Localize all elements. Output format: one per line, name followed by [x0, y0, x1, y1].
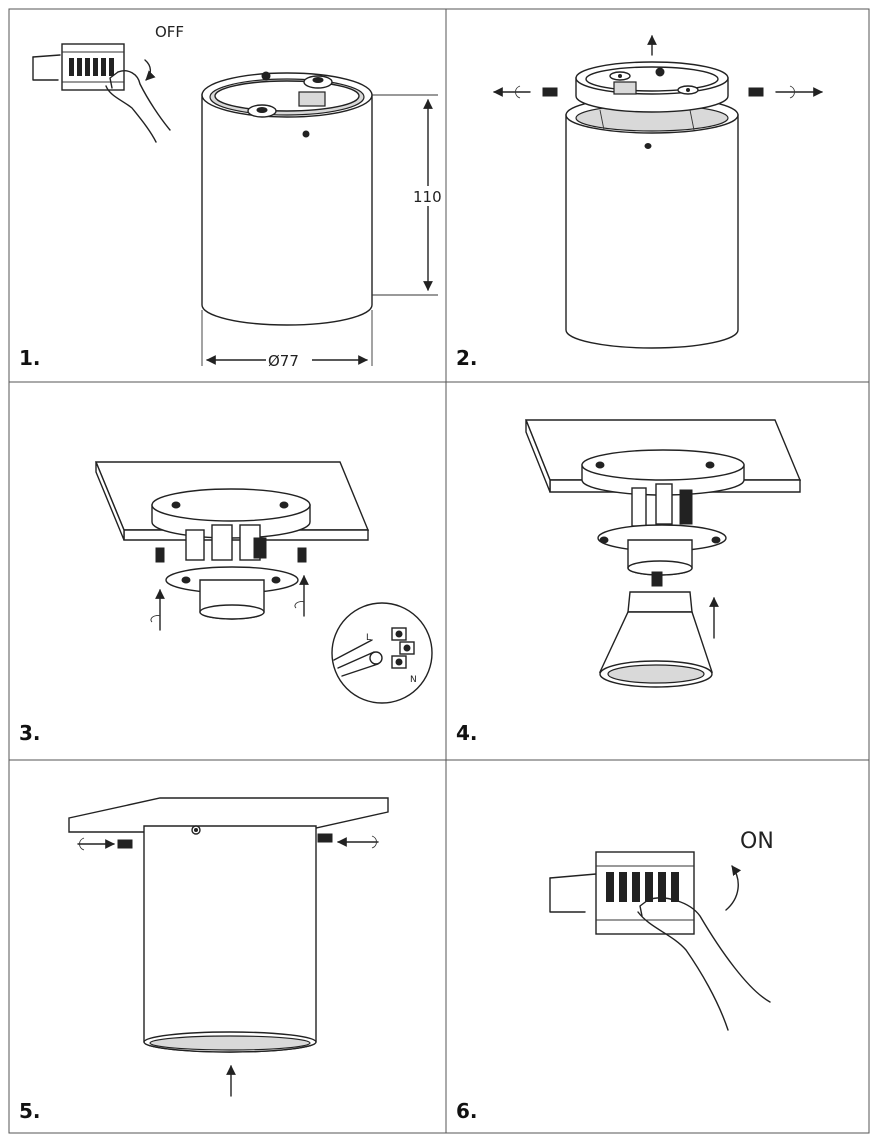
- spotlight-cylinder: [201, 71, 373, 326]
- step-label-6: 6.: [456, 1099, 478, 1123]
- switch-on-label: ON: [740, 829, 774, 854]
- panel-6: ON 6.: [456, 829, 774, 1123]
- screw-right: [748, 85, 823, 99]
- step-label-5: 5.: [19, 1099, 41, 1123]
- panel-1: OFF 110 Ø77 1.: [19, 23, 443, 370]
- panel-4: 4.: [456, 419, 802, 745]
- grid-frame: [8, 8, 870, 1134]
- wire-label-n: N: [410, 675, 417, 685]
- breaker-switch-off-illustration: [32, 43, 171, 143]
- spotlight-cylinder: [143, 825, 317, 1053]
- ceiling-board: [68, 797, 389, 833]
- lamp-socket-plate: [597, 524, 727, 576]
- step-label-2: 2.: [456, 346, 478, 370]
- spotlight-body-lower: [565, 96, 739, 349]
- step-label-3: 3.: [19, 721, 41, 745]
- breaker-switch-on-illustration: [549, 851, 771, 1031]
- gu10-bulb: [598, 571, 713, 688]
- terminal-block: [631, 483, 693, 527]
- mounting-plate: [581, 449, 745, 496]
- screw-left: [493, 85, 558, 99]
- diameter-dimension: Ø77: [268, 352, 299, 370]
- lamp-socket-plate: [165, 566, 299, 620]
- panel-3: L N 3.: [19, 461, 433, 745]
- screw-right: [294, 547, 309, 617]
- panel-5: 5.: [19, 797, 389, 1123]
- screw-right: [317, 833, 379, 849]
- switch-off-label: OFF: [155, 23, 184, 41]
- screw-left: [150, 547, 165, 631]
- height-dimension: 110: [413, 188, 442, 206]
- step-label-4: 4.: [456, 721, 478, 745]
- mounting-plate: [575, 61, 729, 113]
- screw-left: [77, 837, 133, 851]
- panel-2: 2.: [456, 35, 823, 370]
- step-label-1: 1.: [19, 346, 41, 370]
- wiring-detail-inset: [331, 602, 433, 704]
- terminal-block: [185, 524, 267, 561]
- wire-label-l: L: [366, 633, 371, 643]
